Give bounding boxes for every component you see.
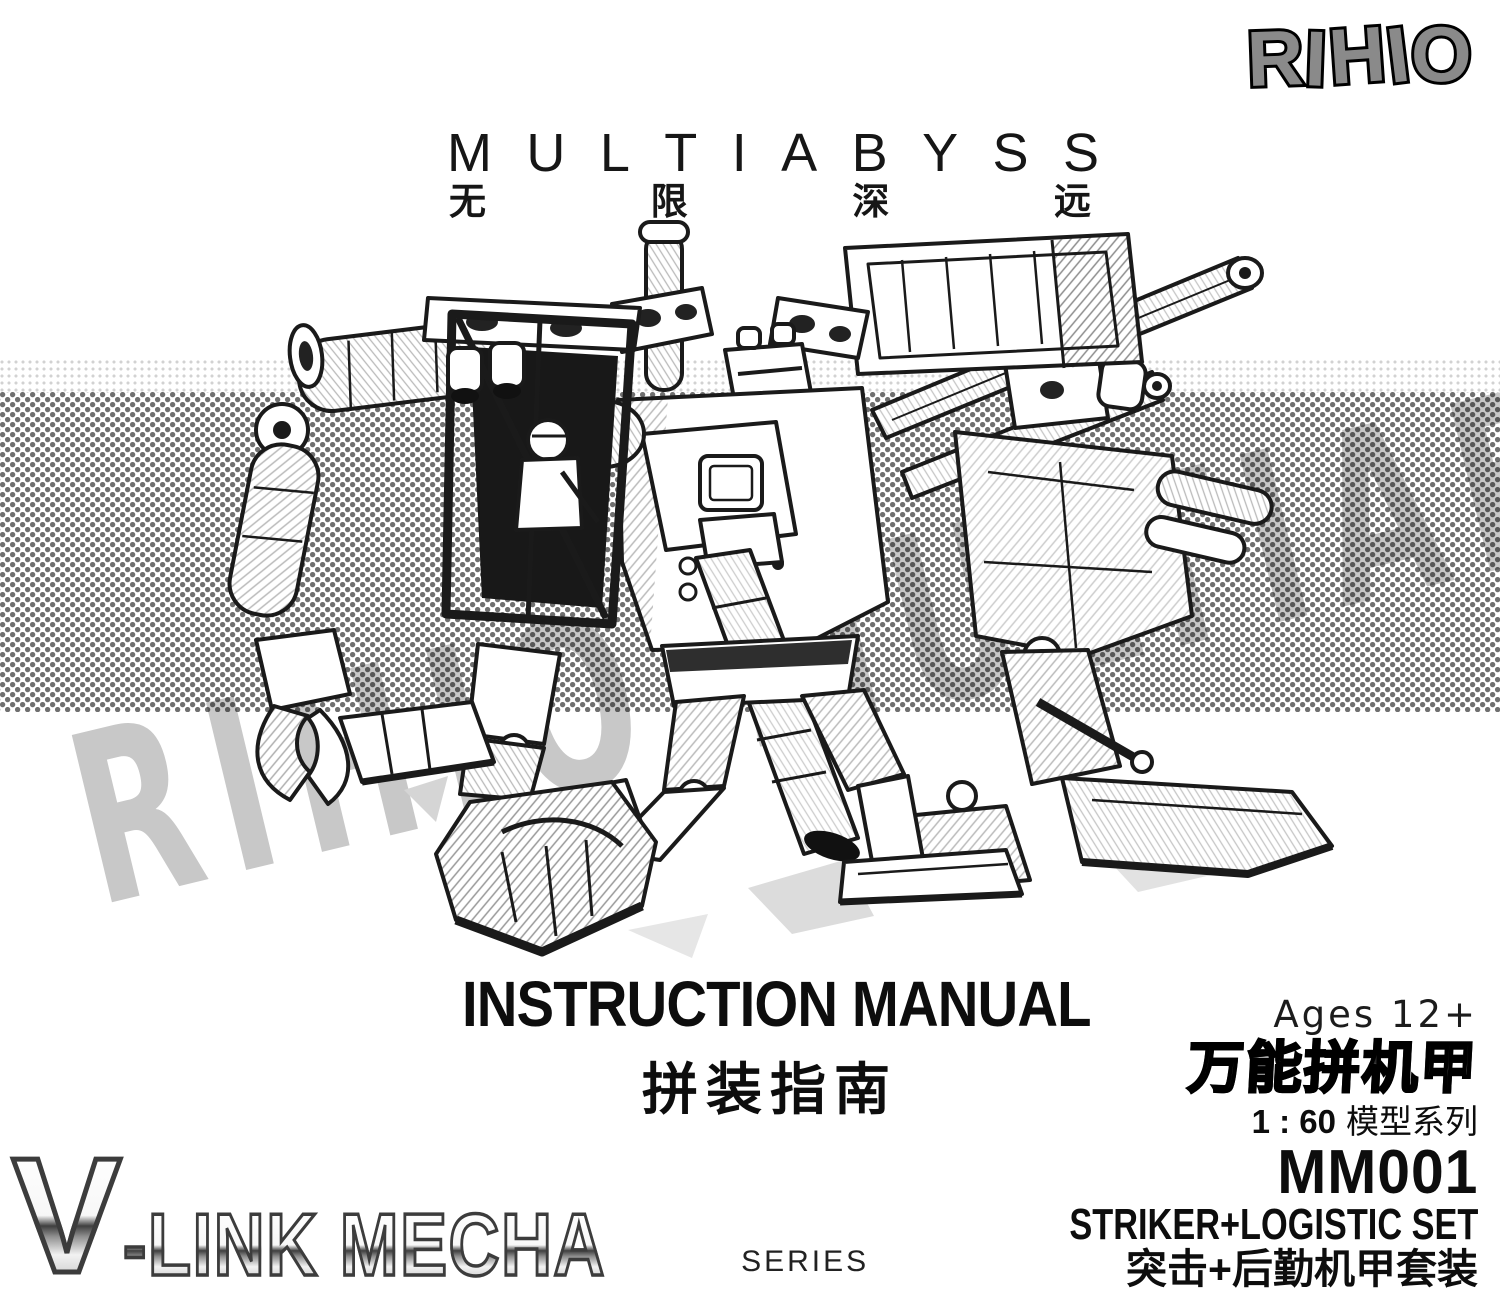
shadow-wedges [404, 776, 1250, 958]
halftone-band [0, 392, 1500, 712]
model-number: MM001 [1276, 1137, 1478, 1207]
brand-letter: H [1323, 6, 1393, 104]
series-logo-cn: 万能拼机甲 [1185, 1035, 1481, 1101]
title-letter: B [851, 123, 888, 183]
series-title-chinese: 无 限 深 远 [447, 183, 1099, 220]
scale-suffix: 模型系列 [1346, 1102, 1478, 1140]
center-mech-front-foot [434, 778, 658, 957]
title-cn-char: 远 [1053, 181, 1091, 222]
manual-title-en: INSTRUCTION MANUAL [462, 968, 1092, 1040]
brand-letter: O [1407, 7, 1477, 102]
title-letter: T [664, 123, 698, 183]
series-title-latin: M U L T I A B Y S S [447, 126, 1099, 180]
product-info-block: Ages 12+ 万能拼机甲 1 : 60 模型系列 MM001 STRIKER+… [954, 993, 1481, 1292]
title-letter: M [447, 123, 492, 183]
brand-logo: RIHIO [1243, 6, 1478, 106]
title-cn-char: 深 [852, 181, 890, 222]
title-letter: I [731, 123, 747, 183]
halftone-fade-strip [0, 360, 1500, 394]
title-letter: U [526, 123, 566, 183]
set-name-en: STRIKER+LOGISTIC SET [1068, 1199, 1478, 1249]
scale-line: 1 : 60 模型系列 [954, 1105, 1478, 1138]
set-name-cn: 突击+后勤机甲套装 [1126, 1245, 1478, 1292]
title-letter: S [992, 123, 1029, 183]
manual-title-cn: 拼装指南 [642, 1058, 898, 1122]
title-cn-char: 限 [650, 181, 688, 222]
series-label: SERIES [741, 1245, 870, 1279]
title-letter: Y [922, 123, 959, 183]
vlink-mecha-logo: V -LINK MECHA SERIES [9, 1124, 870, 1307]
manual-title: INSTRUCTION MANUAL 拼装指南 [420, 968, 1120, 1126]
brand-letter: R [1243, 10, 1310, 106]
age-rating: Ages 12+ [1273, 993, 1478, 1036]
title-letter: L [599, 123, 630, 183]
vlink-wordmark: -LINK MECHA [122, 1195, 607, 1295]
series-title: M U L T I A B Y S S 无 限 深 远 [447, 126, 1099, 220]
scale-value: 1 : 60 [1251, 1102, 1336, 1140]
title-cn-char: 无 [449, 181, 486, 222]
title-letter: S [1062, 123, 1099, 183]
title-letter: A [781, 123, 818, 183]
vlink-v-mark: V [9, 1124, 123, 1307]
